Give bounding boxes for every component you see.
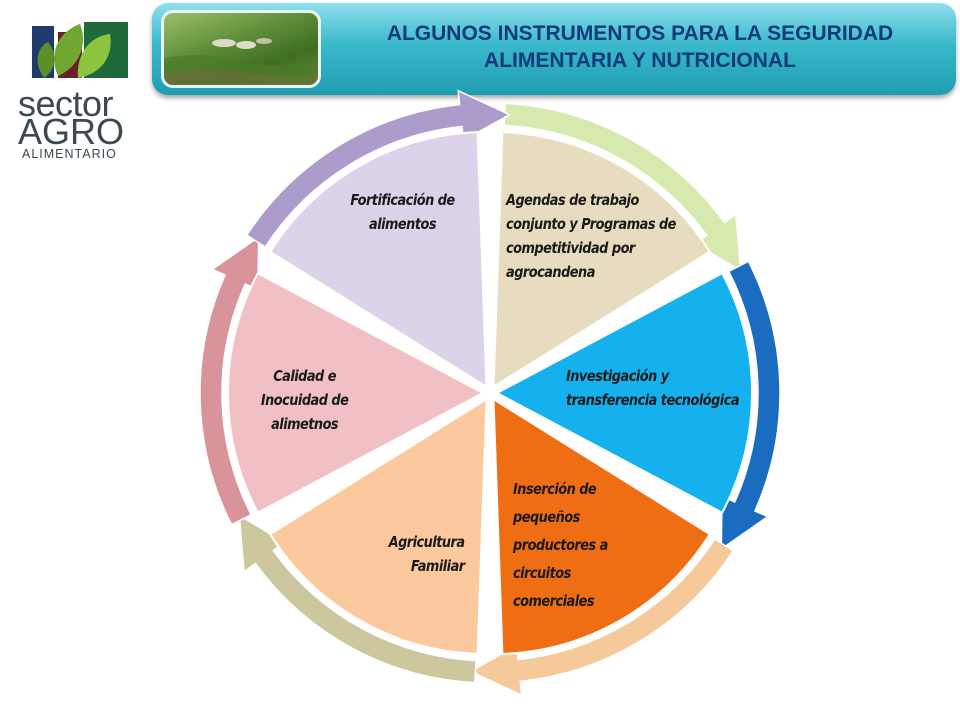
sector-agro-logo <box>32 22 128 78</box>
logo-word-sector: sector <box>18 83 114 124</box>
logo-word-alimentario: ALIMENTARIO <box>22 147 117 161</box>
cycle-segment-insercion <box>492 397 712 655</box>
segment-label-agricultura: Agricultura Familiar <box>388 533 466 575</box>
cycle-segment-agricultura <box>268 397 488 655</box>
cycle-segment-calidad <box>227 271 486 515</box>
cycle-segment-fortificacion <box>268 131 488 389</box>
page-title: ALGUNOS INSTRUMENTOS PARA LA SEGURIDAD A… <box>340 20 940 74</box>
segment-label-calidad: Calidad e Inocuidad de alimetnos <box>260 367 349 433</box>
page-title-line2: ALIMENTARIA Y NUTRICIONAL <box>484 49 796 72</box>
logo-word-agro: AGRO <box>18 111 125 152</box>
cycle-segment-investigacion <box>494 271 753 515</box>
page-title-line1: ALGUNOS INSTRUMENTOS PARA LA SEGURIDAD <box>386 22 894 45</box>
cycle-arrow-fortificacion <box>245 89 512 249</box>
segment-label-fortificacion: Fortificación de alimentos <box>350 191 455 233</box>
segment-label-insercion: Inserción de pequeños productores a circ… <box>513 480 608 610</box>
field-photo <box>161 10 321 88</box>
segment-label-agendas: Agendas de trabajo conjunto y Programas … <box>506 191 676 281</box>
cycle-segment-agendas <box>492 131 712 389</box>
segment-label-investigacion: Investigación y transferencia tecnológic… <box>566 367 740 409</box>
